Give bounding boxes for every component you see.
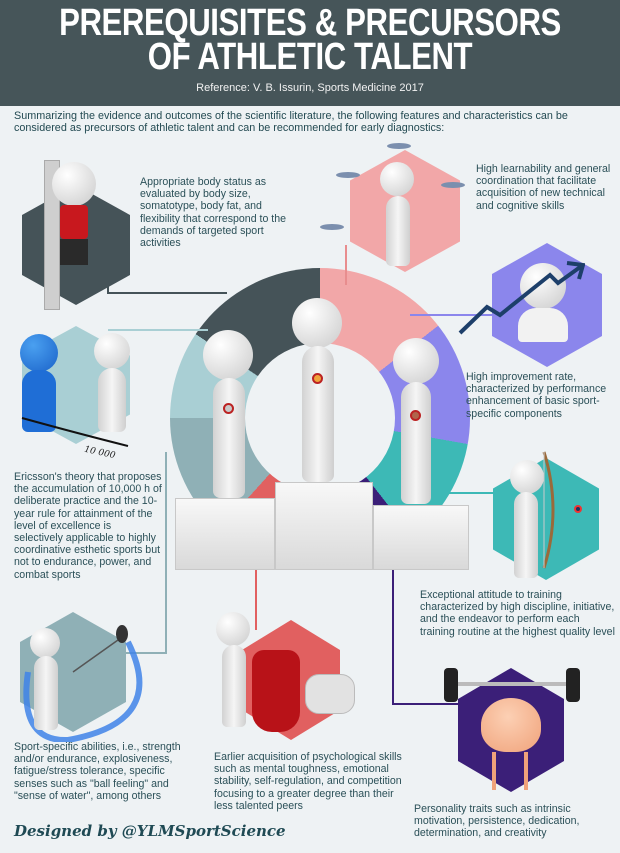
spinning-plate-icon [387,143,411,149]
hammer-throw-arc-icon [23,625,143,742]
bow-icon [542,451,555,569]
designer-credit: Designed by @YLMSportScience [14,822,286,840]
spinning-plate-icon [320,224,344,230]
hammer-thrower-body [34,656,58,730]
red-shirt [60,205,88,239]
connector-line-ericsson [108,329,208,331]
target-icon [574,505,582,513]
silver-medal-icon [223,403,234,414]
connector-line-improvement [410,314,500,316]
connector-line-learnability [345,245,347,285]
spinning-plate-icon [336,172,360,178]
barbell-bar [445,682,579,686]
podium-second [175,498,275,570]
title-line-1: PREREQUISITES & PRECURSORS [59,2,561,44]
height-ruler-figure-icon [52,162,96,206]
item-text-learnability: High learnability and general coordinati… [476,163,611,212]
item-text-personality-traits: Personality traits such as intrinsic mot… [414,803,580,840]
bronze-medal-icon [410,410,421,421]
matador-figure-icon [216,612,250,646]
podium-first [275,482,373,570]
brain-weightlifter-icon [481,698,541,752]
archer-figure-body [514,492,538,578]
item-text-ericsson: Ericsson's theory that proposes the accu… [14,471,162,581]
podium-third [373,505,469,570]
barbell-plate-right-icon [566,668,580,702]
reference: Reference: V. B. Issurin, Sports Medicin… [196,82,424,94]
white-figure-head [94,333,130,369]
rising-chart-icon [458,261,585,335]
item-text-sport-specific: Sport-specific abilities, i.e., strength… [14,741,181,802]
item-text-improvement-rate: High improvement rate, characterized by … [466,371,607,420]
item-text-body-status: Appropriate body status as evaluated by … [140,176,287,250]
connector-line-attitude [430,492,520,494]
brain-leg-right [524,752,528,790]
bull-icon [305,674,355,714]
item-text-training-attitude: Exceptional attitude to training charact… [420,589,615,638]
figure-shoulders [518,308,568,342]
black-shorts [60,239,88,265]
timeline-line-icon [21,417,129,447]
white-figure-body [98,368,126,432]
hammer-thrower-figure-icon [30,628,60,658]
matador-figure-body [222,645,246,727]
connector-line-personality [392,520,394,704]
item-text-psychological-skills: Earlier acquisition of psychological ski… [214,751,402,812]
barbell-plate-left-icon [444,668,458,702]
archer-figure-icon [510,460,544,494]
header: PREREQUISITES & PRECURSORS OF ATHLETIC T… [0,0,620,106]
connector-line-body-status [107,292,227,294]
ten-thousand-steps-icon [20,334,58,372]
connector-line-personality-h [392,703,462,705]
brain-leg-left [492,752,496,790]
red-cape-icon [252,650,300,732]
rising-chart-figure-icon [520,263,566,309]
plate-spinning-figure-body [386,196,410,266]
connector-line-sport-specific-h [122,652,167,654]
page-title: PREREQUISITES & PRECURSORS OF ATHLETIC T… [56,0,564,78]
connector-line-sport-specific [165,452,167,652]
intro-text: Summarizing the evidence and outcomes of… [14,110,568,134]
plate-spinning-figure-icon [380,162,414,196]
title-line-2: OF ATHLETIC TALENT [147,36,473,78]
connector-line-psychological [255,520,257,630]
gold-medal-icon [312,373,323,384]
spinning-plate-icon [441,182,465,188]
